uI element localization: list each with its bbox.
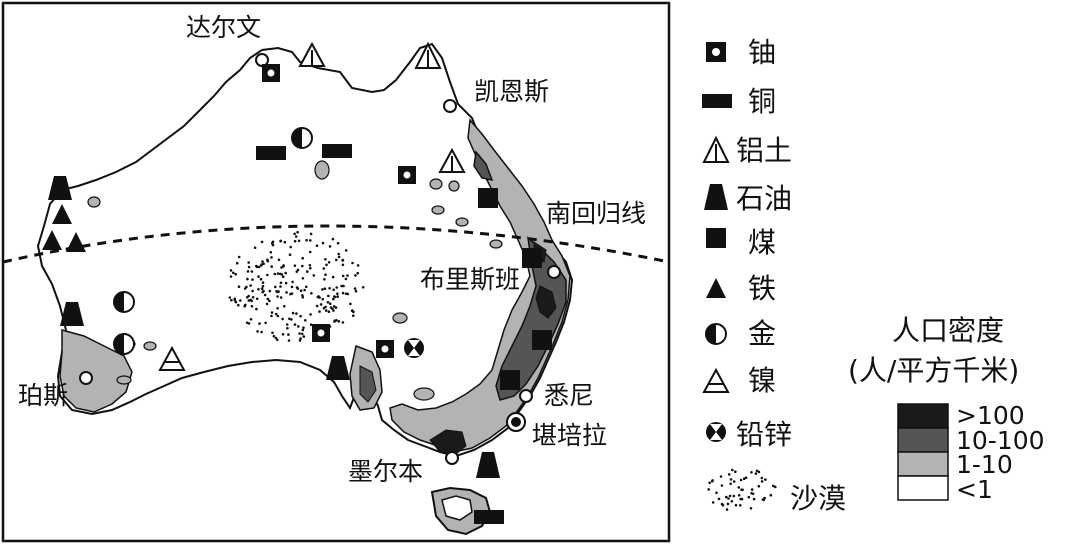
density-zone-10-100-east <box>495 236 567 401</box>
legend-label-desert: 沙漠 <box>790 482 846 515</box>
city-label-darwin: 达尔文 <box>186 13 261 42</box>
copper-symbol <box>322 144 352 158</box>
density-swatches <box>897 403 949 501</box>
coal-symbol <box>522 248 542 268</box>
city-label-brisbane: 布里斯班 <box>420 265 520 294</box>
legend-item-gold: 金 <box>705 317 776 350</box>
gold-symbol <box>113 291 135 313</box>
city-label-sydney: 悉尼 <box>544 381 594 410</box>
legend-item-desert: 沙漠 <box>707 468 846 515</box>
bauxite-symbol <box>438 147 466 173</box>
legend-label-iron: 铁 <box>748 272 776 305</box>
city-dot-melbourne <box>445 451 459 465</box>
coal-symbol <box>532 330 552 350</box>
oil-symbol <box>48 176 72 200</box>
uranium-symbol <box>312 324 330 342</box>
legend-item-oil: 石油 <box>704 182 792 215</box>
city-dot-brisbane <box>547 265 561 279</box>
legend-label-uranium: 铀 <box>748 36 776 69</box>
legend-label-lead-zinc: 铅锌 <box>736 418 792 451</box>
density-label-1: 10-100 <box>956 426 1045 455</box>
lead-zinc-symbol <box>404 338 424 358</box>
legend-label-coal: 煤 <box>748 226 776 259</box>
density-zone-gt100-melbourne <box>429 429 467 455</box>
density-swatch-lt1 <box>897 475 949 501</box>
nickel-symbol <box>158 345 186 371</box>
legend-item-coal: 煤 <box>706 226 776 259</box>
iron-symbol <box>52 204 72 224</box>
density-label-3: <1 <box>956 475 993 504</box>
legend-label-copper: 铜 <box>748 85 776 118</box>
legend-item-iron: 铁 <box>706 272 776 305</box>
density-title: 人口密度 <box>892 314 1004 347</box>
density-swatch-1-10 <box>897 451 949 477</box>
tropic-label: 南回归线 <box>546 199 646 228</box>
legend-label-gold: 金 <box>748 317 776 350</box>
density-zone-1-10-southwest <box>59 329 133 413</box>
coal-symbol <box>500 370 520 390</box>
bauxite-symbol <box>298 41 326 67</box>
city-dot-cairns <box>443 99 457 113</box>
iron-symbol <box>66 232 86 252</box>
legend-label-bauxite: 铝土 <box>736 134 792 167</box>
city-label-cairns: 凯恩斯 <box>474 77 549 106</box>
bauxite-symbol <box>414 41 442 69</box>
inland-lake-blobs <box>87 160 503 401</box>
uranium-symbol <box>376 340 394 358</box>
tasmania-inner <box>441 495 473 521</box>
coal-symbol <box>478 188 498 208</box>
uranium-symbol <box>262 64 280 82</box>
city-dot-sydney <box>519 389 533 403</box>
city-label-melbourne: 墨尔本 <box>348 457 423 486</box>
resource-symbols <box>42 41 552 524</box>
legend-item-lead-zinc: 铅锌 <box>706 418 792 451</box>
city-dot-canberra <box>506 412 526 432</box>
oil-symbol <box>476 452 500 478</box>
iron-symbol <box>42 230 62 250</box>
legend-label-oil: 石油 <box>736 182 792 215</box>
legend-desert-swatch <box>707 468 777 511</box>
copper-symbol <box>474 510 504 524</box>
gold-symbol <box>113 333 135 355</box>
density-swatch-gt100 <box>897 403 949 429</box>
legend-item-copper: 铜 <box>702 85 776 118</box>
uranium-symbol <box>398 166 416 184</box>
density-zone-10-100-north <box>473 150 494 182</box>
city-label-canberra: 堪培拉 <box>532 421 607 450</box>
legend-item-nickel: 镍 <box>702 364 776 397</box>
gold-symbol <box>291 127 313 149</box>
oil-symbol <box>60 302 84 326</box>
tropic-of-capricorn <box>3 224 669 264</box>
city-dot-perth <box>79 371 93 385</box>
oil-symbol <box>326 356 350 380</box>
density-unit: (人/平方千米) <box>848 354 1019 387</box>
city-label-perth: 珀斯 <box>18 381 68 410</box>
legend-item-uranium: 铀 <box>706 36 776 69</box>
city-markers <box>79 53 561 465</box>
density-swatch-10-100 <box>897 427 949 453</box>
density-zone-10-100-adelaide <box>359 365 377 403</box>
legend: 铀 铜 铝土 石油 煤 铁 金 镍 <box>702 36 1045 515</box>
legend-item-bauxite: 铝土 <box>702 134 792 167</box>
desert-dots <box>228 230 365 342</box>
legend-label-nickel: 镍 <box>748 364 776 397</box>
density-label-2: 1-10 <box>956 450 1013 479</box>
copper-symbol <box>256 146 286 160</box>
density-zone-gt100-southeast <box>535 285 557 319</box>
density-label-0: >100 <box>956 401 1025 430</box>
